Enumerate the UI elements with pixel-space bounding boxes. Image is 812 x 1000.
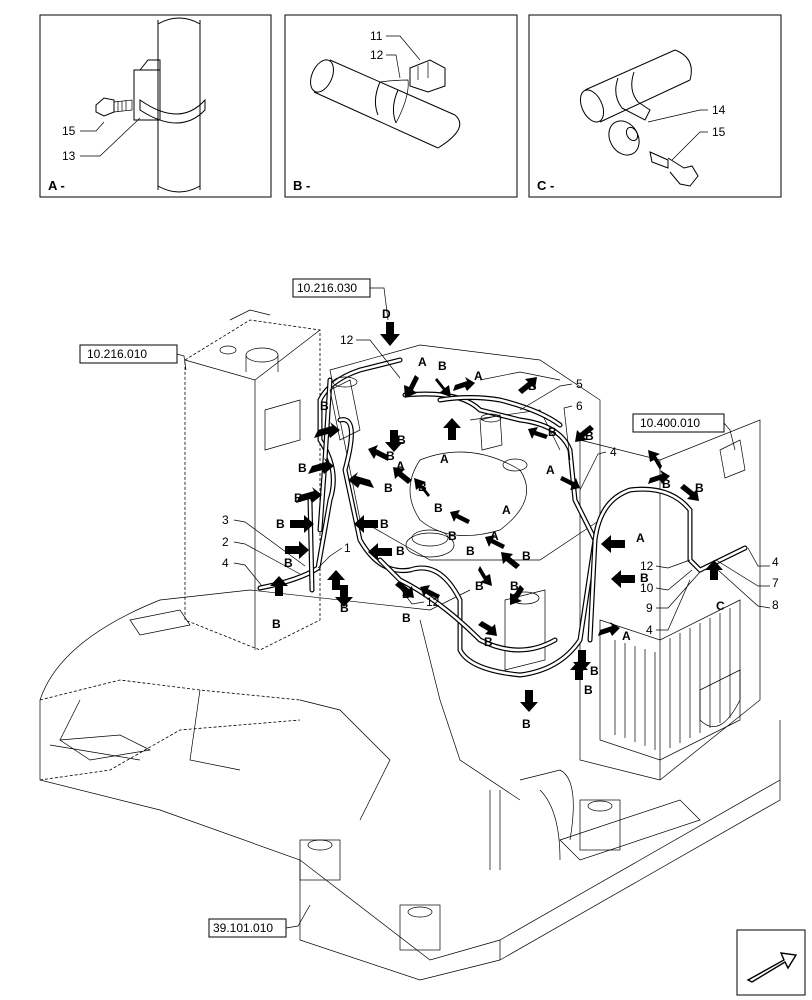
svg-text:A: A	[418, 355, 427, 369]
svg-text:B: B	[396, 544, 405, 558]
svg-text:B: B	[510, 579, 519, 593]
svg-text:B: B	[640, 571, 649, 585]
view-d-label: D	[382, 307, 391, 321]
radiator-fins	[614, 608, 731, 750]
svg-text:B: B	[466, 544, 475, 558]
callout-12-b: 12	[370, 48, 384, 62]
callout-1: 1	[344, 541, 351, 555]
callout-14-c: 14	[712, 103, 726, 117]
svg-text:B: B	[475, 579, 484, 593]
svg-text:B: B	[584, 683, 593, 697]
callout-4-upper: 4	[610, 445, 617, 459]
svg-text:B: B	[448, 529, 457, 543]
svg-text:B: B	[340, 601, 349, 615]
svg-text:A: A	[622, 629, 631, 643]
reference-boxes: 10.216.030 10.216.010 10.400.010 39.101.…	[79, 278, 736, 938]
callout-5: 5	[576, 377, 583, 391]
callout-13-a: 13	[62, 149, 76, 163]
svg-text:B: B	[522, 549, 531, 563]
callout-4-lower: 4	[646, 623, 653, 637]
ref-10-216-010: 10.216.010	[87, 347, 147, 361]
svg-text:A: A	[440, 452, 449, 466]
callout-15-c: 15	[712, 125, 726, 139]
svg-text:B: B	[662, 477, 671, 491]
callout-12-right: 12	[640, 559, 654, 573]
callout-2: 2	[222, 535, 229, 549]
callout-9: 9	[646, 601, 653, 615]
svg-text:A: A	[474, 369, 483, 383]
svg-text:B: B	[397, 433, 406, 447]
svg-text:B: B	[528, 379, 537, 393]
svg-text:B: B	[380, 517, 389, 531]
callout-4-right: 4	[772, 555, 779, 569]
hose-routing	[257, 357, 748, 678]
callout-7: 7	[772, 576, 779, 590]
svg-text:B: B	[438, 359, 447, 373]
svg-text:B: B	[548, 425, 557, 439]
detail-caption-c: C -	[537, 178, 554, 193]
main-callouts: 12 5 6 4 3 2 4 1 12 12 10 9 4 4	[222, 333, 779, 637]
callout-6: 6	[576, 399, 583, 413]
svg-text:A: A	[396, 459, 405, 473]
callout-12-center: 12	[426, 595, 440, 609]
svg-text:B: B	[590, 664, 599, 678]
svg-text:B: B	[320, 399, 329, 413]
detail-caption-a: A -	[48, 178, 65, 193]
svg-text:B: B	[434, 501, 443, 515]
svg-text:A: A	[490, 529, 499, 543]
svg-text:B: B	[402, 611, 411, 625]
main-assembly: B B B B B B B B B B A B B D A B A B A B …	[39, 278, 781, 981]
callout-4-left: 4	[222, 556, 229, 570]
callout-15-a: 15	[62, 124, 76, 138]
svg-text:B: B	[386, 449, 395, 463]
svg-text:B: B	[276, 517, 285, 531]
svg-text:B: B	[384, 481, 393, 495]
clip-marker-labels: B B B B B B B B B B A B B D A B A B A B …	[272, 307, 725, 731]
detail-view-c: 14 15 C -	[528, 14, 782, 198]
next-page-arrow-icon[interactable]	[736, 929, 806, 996]
detail-view-b: 11 12 B -	[284, 14, 518, 198]
svg-text:A: A	[502, 503, 511, 517]
detail-caption-b: B -	[293, 178, 310, 193]
ref-10-400-010: 10.400.010	[640, 416, 700, 430]
callout-12-top: 12	[340, 333, 354, 347]
callout-11-b: 11	[370, 29, 383, 43]
svg-text:B: B	[402, 587, 411, 601]
svg-text:B: B	[294, 491, 303, 505]
svg-text:B: B	[418, 480, 427, 494]
svg-text:B: B	[284, 556, 293, 570]
svg-text:B: B	[484, 635, 493, 649]
svg-text:B: B	[522, 717, 531, 731]
callout-3: 3	[222, 513, 229, 527]
svg-text:B: B	[272, 617, 281, 631]
callout-8: 8	[772, 598, 779, 612]
svg-text:B: B	[585, 429, 594, 443]
svg-text:C: C	[716, 599, 725, 613]
svg-text:B: B	[298, 461, 307, 475]
ref-39-101-010: 39.101.010	[213, 921, 273, 935]
svg-text:A: A	[636, 531, 645, 545]
callout-10: 10	[640, 581, 654, 595]
svg-text:A: A	[546, 463, 555, 477]
svg-text:B: B	[695, 481, 704, 495]
clip-arrow-markers	[270, 322, 723, 712]
detail-view-a: 15 13 A -	[39, 14, 272, 198]
ref-10-216-030: 10.216.030	[297, 281, 357, 295]
